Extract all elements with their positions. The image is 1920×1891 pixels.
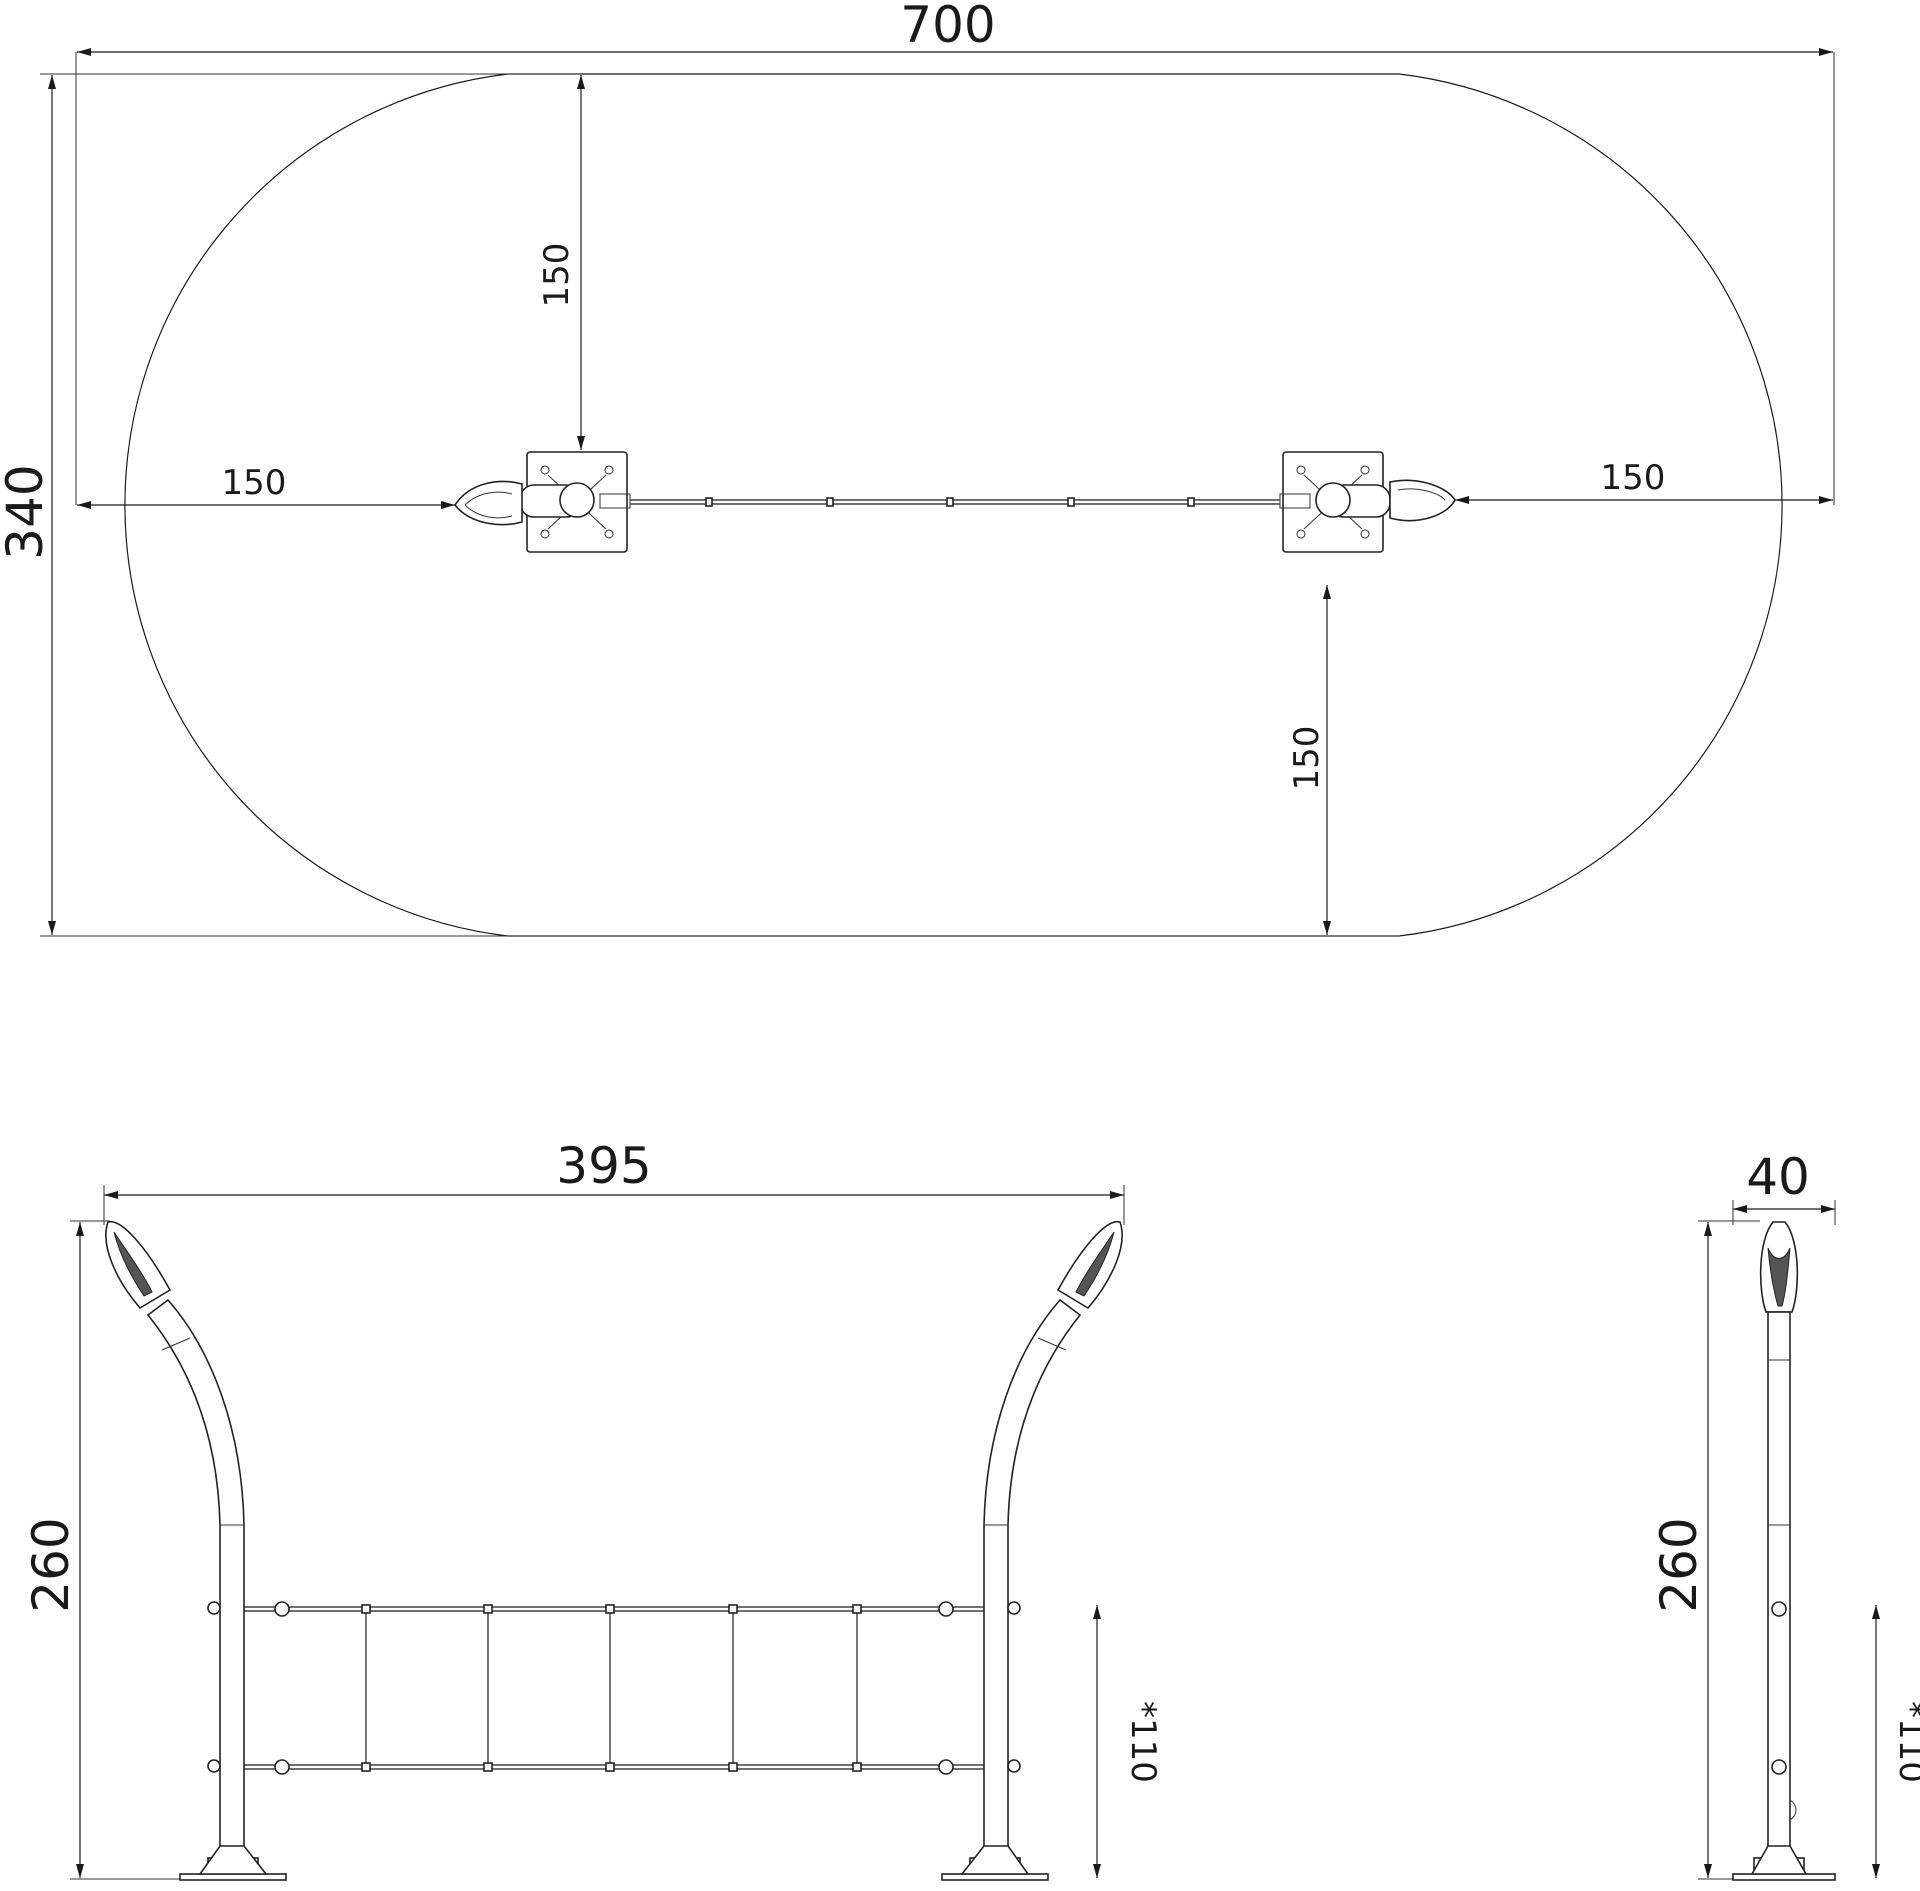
dim-overall-length: 700 [900,0,995,54]
dim-front-height: 260 [22,1517,80,1612]
dim-right-clearance: 150 [1601,458,1666,498]
net-front [244,1601,984,1775]
right-post-plan [1282,451,1456,553]
dim-side-height: 260 [1650,1517,1708,1612]
dim-left-clearance: 150 [222,463,287,503]
left-post-plan [454,451,628,553]
dim-bottom-clearance: 150 [1287,726,1327,791]
post-side [1732,1221,1836,1881]
dim-overall-width: 340 [0,464,54,559]
right-post-front [941,1220,1123,1881]
plan-view: 700 340 150 150 150 150 [0,0,1835,937]
dim-top-clearance: 150 [537,243,577,308]
left-post-front [105,1220,287,1881]
dim-front-net-height: *110 [1123,1701,1163,1783]
dim-side-net-height: *110 [1891,1701,1920,1783]
side-view: 40 260 *110 [1650,1148,1920,1881]
net-cable-plan [599,493,1311,509]
dim-front-length: 395 [556,1137,651,1195]
front-view: 395 260 *110 [22,1137,1163,1881]
dim-side-width: 40 [1746,1148,1810,1206]
